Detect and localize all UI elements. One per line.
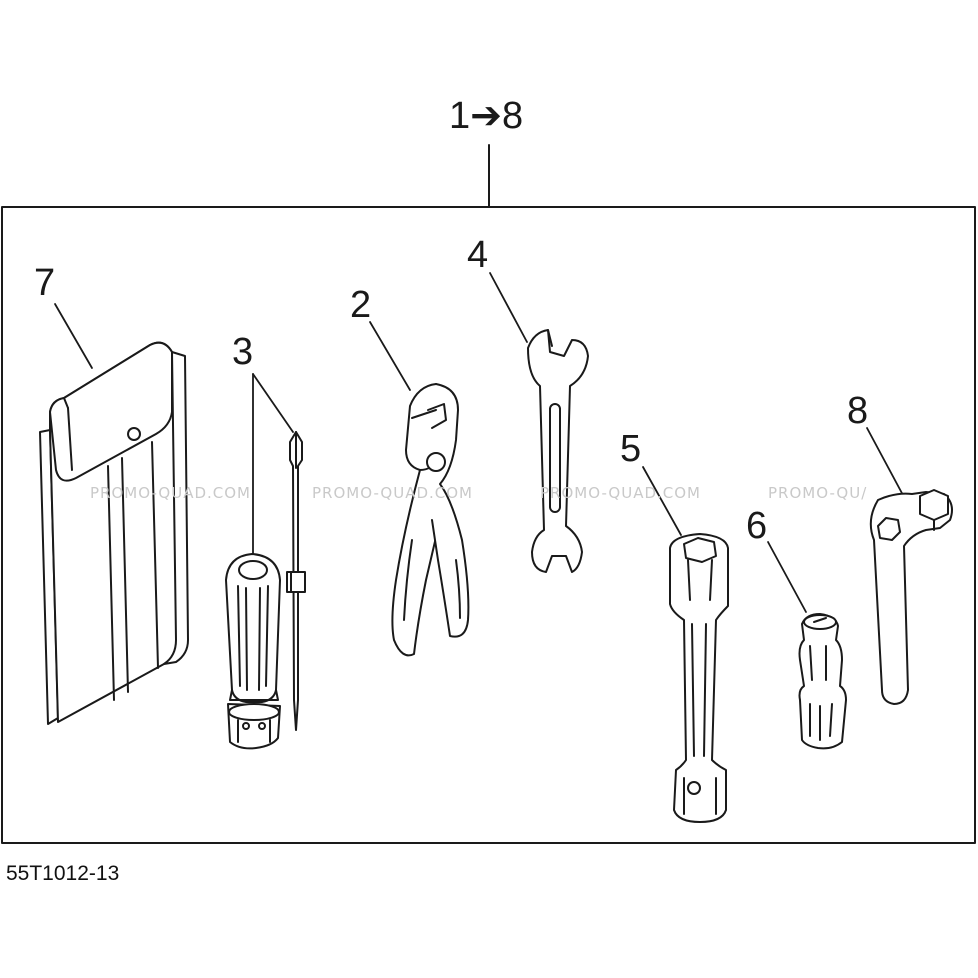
screwdriver-bit-icon [287,432,305,730]
leader-6 [768,542,806,612]
tool-pouch-icon [40,343,188,724]
leader-7 [55,304,92,368]
callout-5: 5 [620,428,642,470]
tube-wrench-icon [670,534,728,822]
watermark-4: PROMO-QU/ [768,484,868,502]
callout-3: 3 [232,331,254,373]
reference-code: 55T1012-13 [6,862,120,885]
leader-3b [253,374,293,432]
leader-8 [867,428,904,497]
screwdriver-handle-icon [226,554,280,748]
wrench-icon [528,330,588,572]
leader-5 [643,467,681,535]
leader-2 [370,322,410,390]
leader-4 [490,273,527,342]
callout-6: 6 [746,505,768,547]
pliers-icon [392,384,468,655]
watermark-1: PROMO-QUAD.COM [90,484,251,502]
callout-2: 2 [350,284,372,326]
socket-adapter-icon [800,614,847,748]
watermark-3: PROMO-QUAD.COM [540,484,701,502]
offset-wrench-icon [871,490,952,704]
watermark-2: PROMO-QUAD.COM [312,484,473,502]
callout-8: 8 [847,390,869,432]
callout-7: 7 [34,262,56,304]
group-label: 1➔8 [449,95,524,137]
leader-lines [55,273,904,612]
callout-4: 4 [467,234,489,276]
